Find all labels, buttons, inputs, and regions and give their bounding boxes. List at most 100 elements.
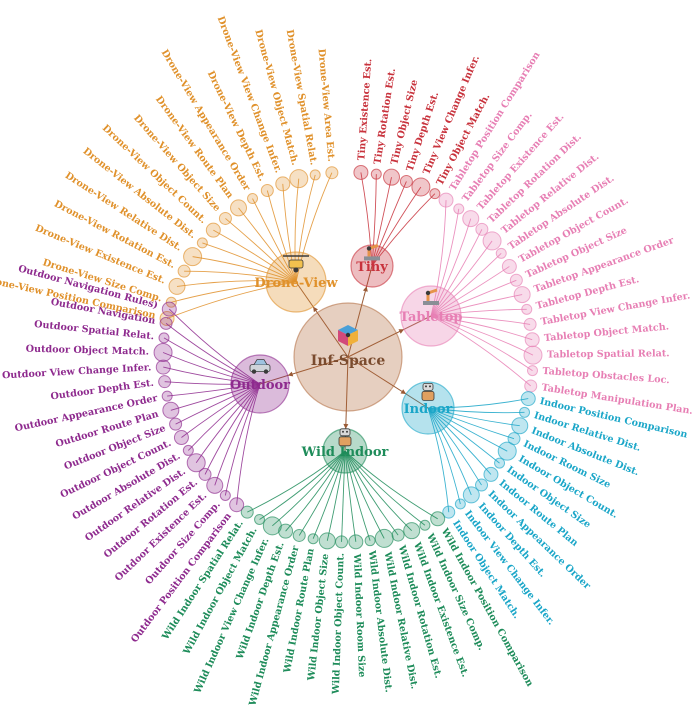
arrow-head bbox=[400, 389, 407, 395]
task-bubble bbox=[519, 406, 531, 418]
arrow-head bbox=[313, 306, 318, 313]
task-link bbox=[430, 279, 517, 317]
task-bubble bbox=[462, 210, 480, 228]
task-label: Tabletop Obstacles Loc. bbox=[542, 366, 670, 386]
task-bubble bbox=[348, 534, 364, 550]
task-link bbox=[295, 172, 333, 283]
task-bubble bbox=[374, 528, 394, 548]
task-link bbox=[181, 383, 261, 438]
task-bubble bbox=[391, 528, 405, 542]
task-link bbox=[430, 208, 460, 317]
task-label: Wild Indoor Room Size bbox=[351, 553, 367, 678]
domain-label: Tabletop bbox=[400, 310, 463, 325]
center-link-3 bbox=[347, 356, 429, 409]
task-label: Outdoor Object Match. bbox=[26, 344, 150, 358]
robot-arm-icon bbox=[364, 243, 380, 261]
task-bubble bbox=[462, 486, 480, 504]
center-circle bbox=[293, 302, 403, 412]
robot-icon bbox=[338, 428, 352, 447]
task-link bbox=[430, 315, 533, 341]
task-link bbox=[430, 229, 483, 317]
task-bubble bbox=[524, 332, 540, 348]
task-bubble bbox=[483, 466, 499, 482]
task-link bbox=[427, 398, 529, 409]
task-bubble bbox=[353, 164, 369, 180]
task-link bbox=[195, 383, 261, 464]
domain-tiny: Tiny Existence Est.Tiny Rotation Est.Tin… bbox=[350, 54, 492, 288]
task-link bbox=[247, 450, 346, 513]
task-bubble bbox=[383, 168, 401, 186]
task-link bbox=[427, 407, 492, 475]
task-bubble bbox=[494, 457, 506, 469]
task-link bbox=[344, 450, 357, 542]
task-label: Outdoor View Change Infer. bbox=[2, 362, 152, 381]
task-bubble bbox=[183, 247, 203, 267]
task-bubble bbox=[430, 511, 446, 527]
task-link bbox=[430, 294, 523, 317]
task-bubble bbox=[161, 390, 173, 402]
domain-hub-circle bbox=[230, 354, 290, 414]
task-bubble bbox=[240, 505, 254, 519]
task-link bbox=[344, 450, 371, 541]
task-bubble bbox=[247, 193, 259, 205]
task-link bbox=[176, 280, 297, 287]
task-link bbox=[430, 315, 534, 356]
task-bubble bbox=[229, 497, 245, 513]
task-bubble bbox=[309, 169, 321, 181]
task-link bbox=[165, 323, 261, 385]
task-link bbox=[171, 281, 297, 303]
task-bubble bbox=[453, 203, 465, 215]
task-bubble bbox=[196, 237, 208, 249]
task-bubble bbox=[292, 528, 306, 542]
task-bubble bbox=[523, 317, 537, 331]
arrow-head bbox=[343, 423, 349, 430]
task-bubble bbox=[513, 286, 531, 304]
task-bubble bbox=[173, 430, 189, 446]
task-bubble bbox=[399, 174, 413, 188]
task-label: Wild Indoor Object Count. bbox=[331, 553, 347, 696]
task-bubble bbox=[159, 316, 173, 330]
task-link bbox=[326, 450, 346, 541]
task-bubble bbox=[169, 417, 183, 431]
task-link bbox=[285, 450, 346, 532]
task-link bbox=[427, 407, 450, 513]
task-link bbox=[164, 381, 261, 385]
task-bubble bbox=[497, 441, 517, 461]
task-link bbox=[427, 407, 500, 464]
task-bubble bbox=[307, 533, 319, 545]
task-bubble bbox=[475, 478, 489, 492]
task-link bbox=[430, 253, 502, 317]
task-link bbox=[344, 450, 385, 539]
task-bubble bbox=[521, 303, 533, 315]
task-bubble bbox=[153, 342, 173, 362]
center-label: Inf-Space bbox=[311, 353, 386, 369]
task-link bbox=[312, 450, 346, 539]
task-link bbox=[427, 407, 520, 427]
center-link-0 bbox=[295, 281, 349, 358]
task-bubble bbox=[219, 489, 231, 501]
task-link bbox=[427, 407, 515, 440]
task-bubble bbox=[177, 264, 191, 278]
task-link bbox=[162, 352, 261, 385]
task-bubble bbox=[168, 277, 186, 295]
task-bubble bbox=[275, 176, 291, 192]
task-bubble bbox=[205, 222, 221, 238]
task-link bbox=[298, 450, 346, 536]
task-link bbox=[427, 407, 482, 486]
task-bubble bbox=[429, 188, 441, 200]
task-link bbox=[266, 190, 297, 283]
robot-arm-icon bbox=[423, 288, 439, 305]
arrow-head bbox=[398, 329, 405, 334]
task-bubble bbox=[218, 211, 232, 225]
task-link bbox=[341, 450, 346, 542]
task-label: Tiny Existence Est. bbox=[356, 58, 374, 161]
task-link bbox=[252, 198, 297, 283]
task-link bbox=[202, 242, 297, 283]
task-link bbox=[427, 407, 472, 496]
task-link bbox=[213, 229, 297, 283]
task-link bbox=[167, 383, 261, 397]
task-bubble bbox=[442, 505, 456, 519]
task-bubble bbox=[186, 453, 206, 473]
task-bubble bbox=[161, 301, 177, 317]
